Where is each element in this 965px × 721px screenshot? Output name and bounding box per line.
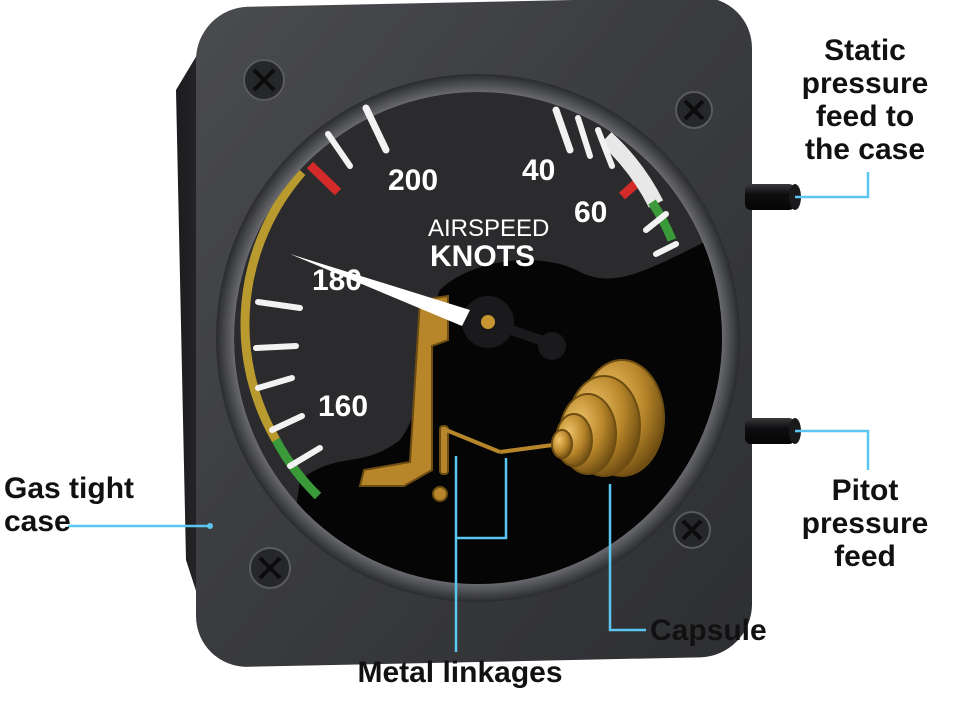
scale-label-160: 160 [318,390,368,423]
leader-static [795,172,868,197]
screw-top-right [676,92,712,128]
scale-label-40: 40 [522,154,555,187]
scale-label-200: 200 [388,164,438,197]
scale-label-60: 60 [574,196,607,229]
label-metal-linkages: Metal linkages [330,656,590,689]
screw-bottom-left [250,548,290,588]
screw-top-left [244,60,284,100]
pointer-pin [481,315,495,329]
label-line: Static [780,34,950,67]
label-pitot-pressure-feed: Pitot pressure feed [770,474,960,573]
label-line: Gas tight [4,472,144,505]
label-line: feed to [780,100,950,133]
leader-dot-gas-tight [207,523,213,529]
label-gas-tight-case: Gas tight case [4,472,144,538]
dial-unit: KNOTS [430,240,535,273]
label-line: case [4,505,144,538]
screw-bottom-right [674,512,710,548]
label-static-pressure-feed: Static pressure feed to the case [780,34,950,166]
leader-pitot [795,431,868,470]
pointer-counterweight [538,332,566,360]
label-line: Pitot pressure [770,474,960,540]
label-capsule: Capsule [650,614,770,647]
label-line: the case [780,133,950,166]
static-pressure-pipe [745,184,795,210]
dial-title: AIRSPEED [428,215,549,242]
pitot-pressure-pipe [745,418,795,444]
label-line: feed [770,540,960,573]
label-line: pressure [780,67,950,100]
